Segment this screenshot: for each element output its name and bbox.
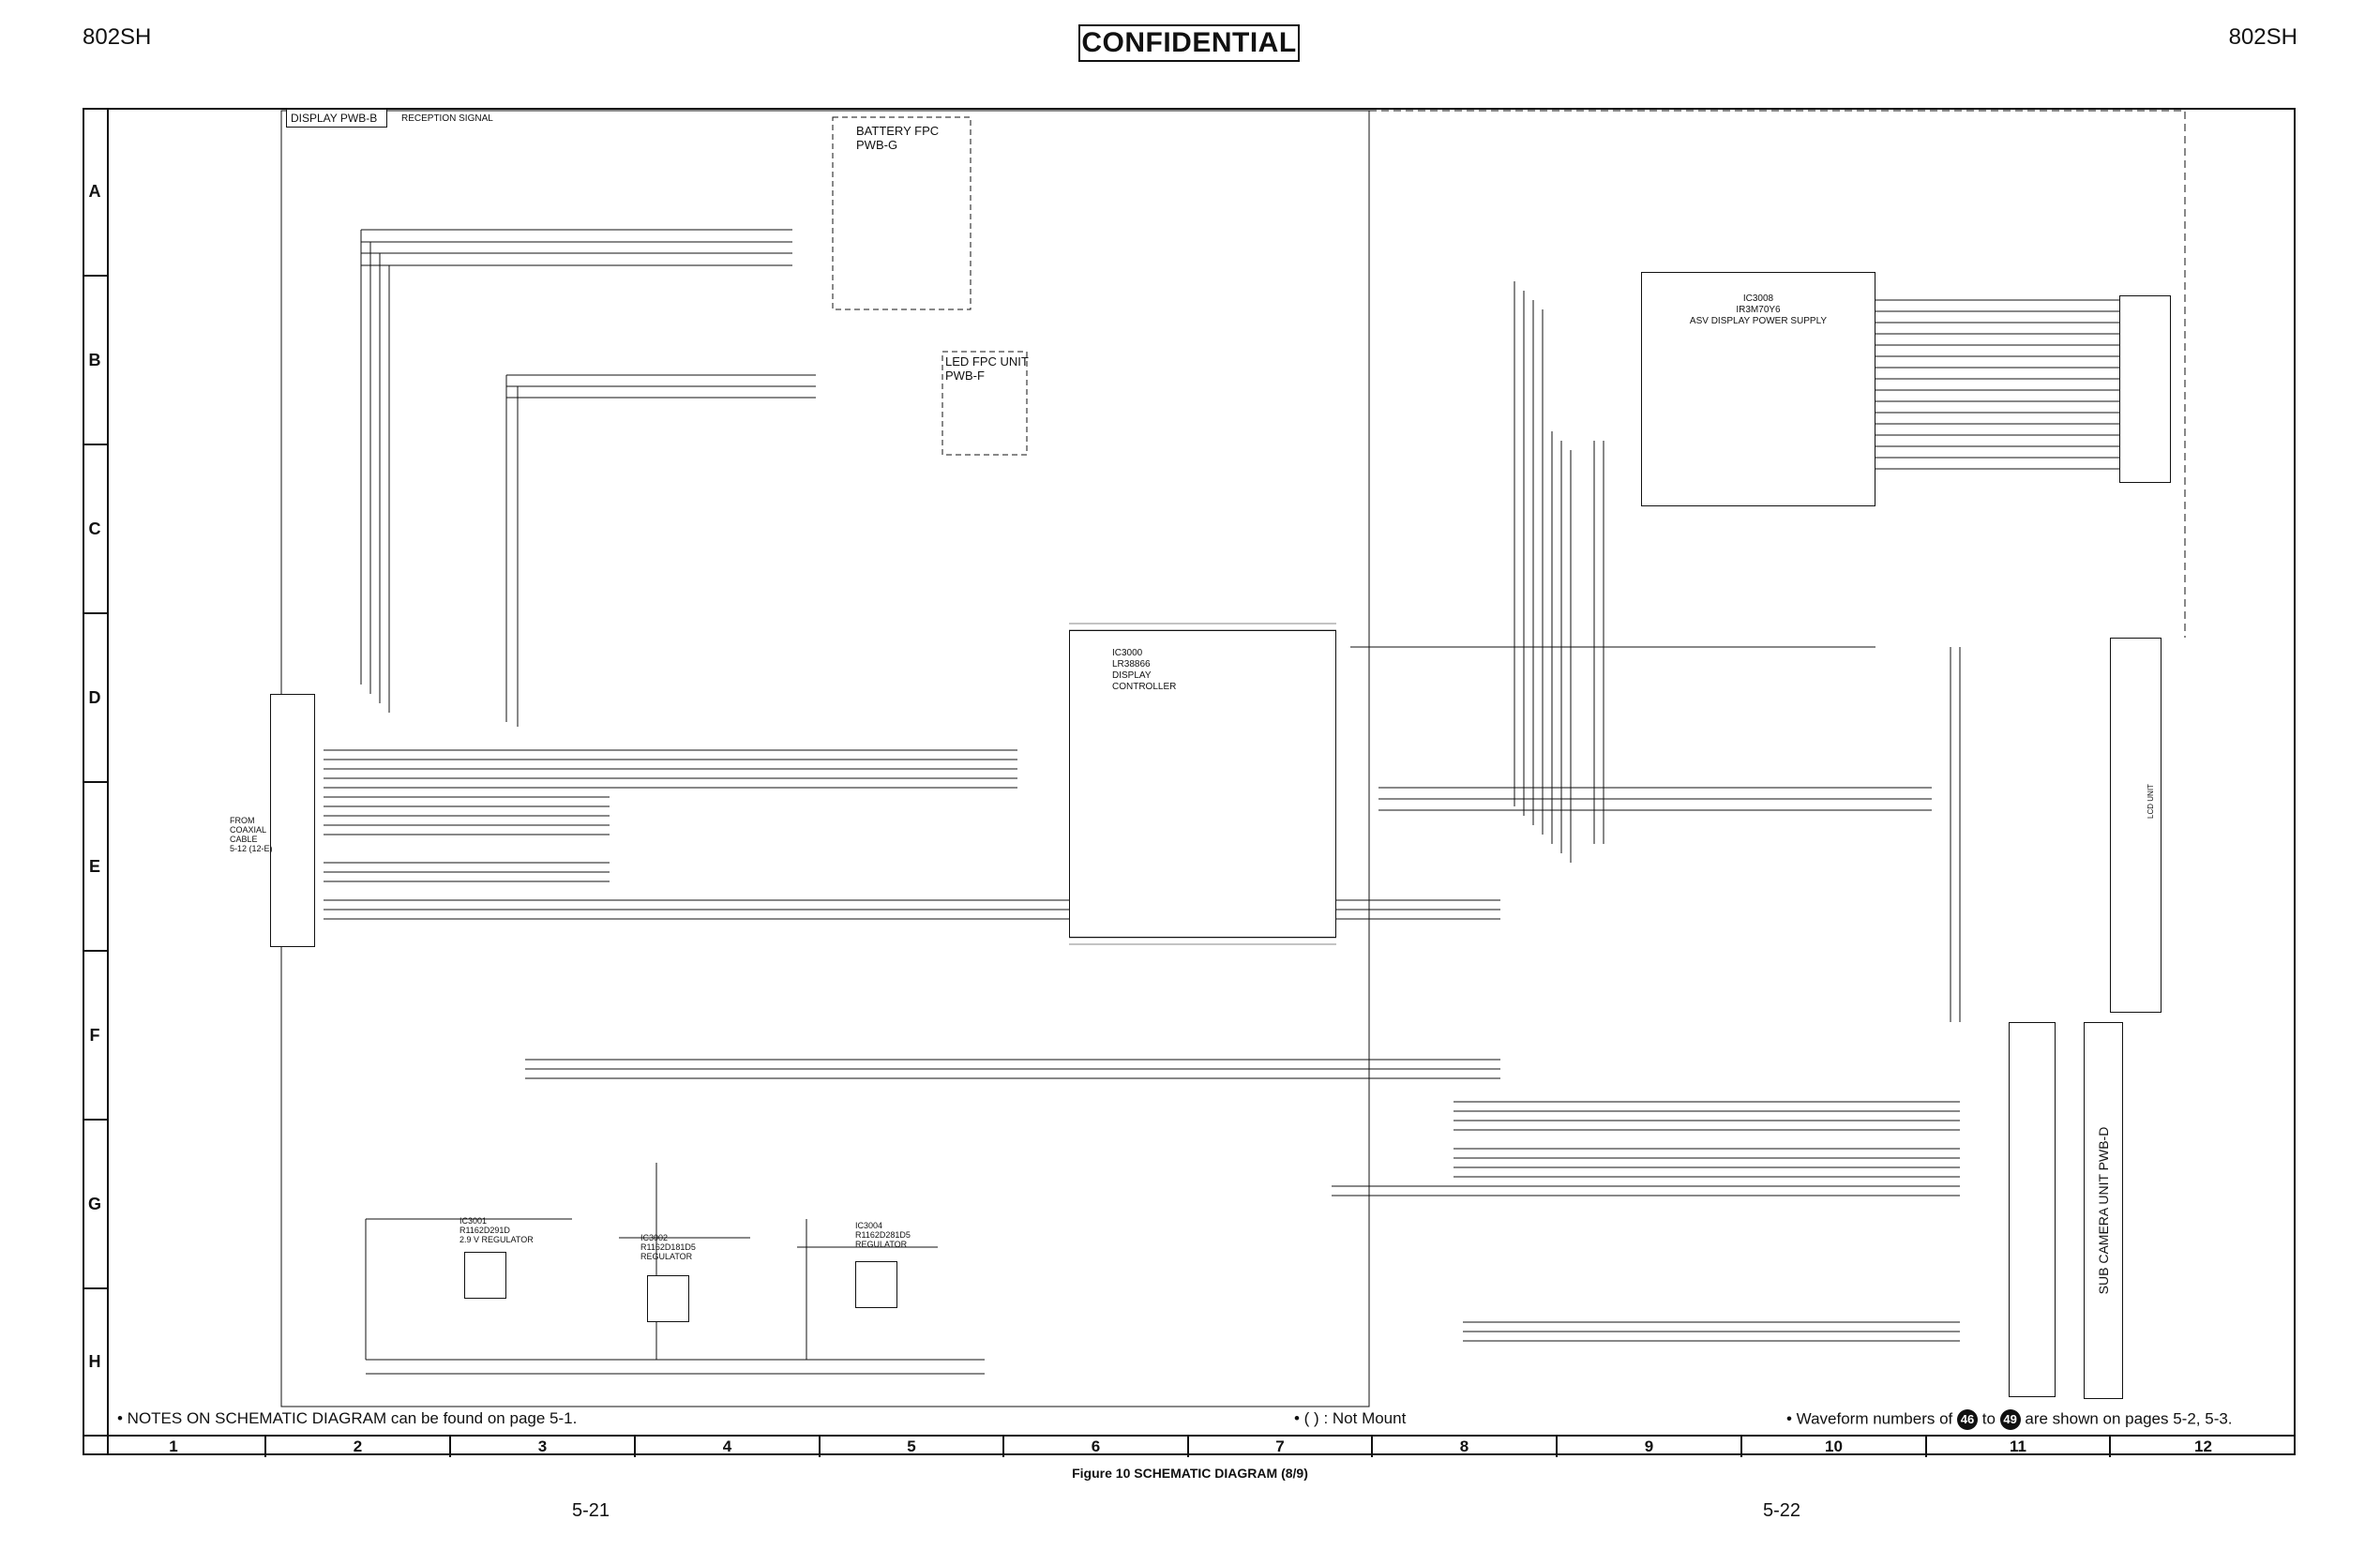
ic3000-desc-1: DISPLAY: [1112, 670, 1152, 681]
ic3001-regulator: [464, 1252, 506, 1299]
led-fpc-label: LED FPC UNIT: [945, 354, 1029, 369]
notes-middle: • ( ) : Not Mount: [1294, 1409, 1407, 1427]
sub-camera-label: SUB CAMERA UNIT PWB-D: [2096, 1126, 2111, 1295]
ic3008-part: IR3M70Y6: [1736, 305, 1781, 315]
row-label-c: C: [83, 445, 107, 614]
from-coaxial-note: FROM COAXIAL CABLE 5-12 (12-E): [230, 816, 273, 853]
reception-signal-label: RECEPTION SIGNAL: [401, 113, 493, 124]
lcd-unit-label: LCD UNIT: [2146, 784, 2155, 819]
ic3002-desc: REGULATOR: [640, 1252, 693, 1261]
waveform-49-badge: 49: [1999, 1409, 2021, 1430]
col-label-6: 6: [1004, 1437, 1189, 1457]
col-label-9: 9: [1558, 1437, 1742, 1457]
sub-camera-unit: SUB CAMERA UNIT PWB-D: [2084, 1022, 2123, 1399]
col-label-8: 8: [1373, 1437, 1558, 1457]
col-label-7: 7: [1189, 1437, 1373, 1457]
ic3002-regulator: [647, 1275, 689, 1322]
notes-waveform: • Waveform numbers of 46 to 49 are shown…: [1786, 1409, 2233, 1430]
col-label-12: 12: [2194, 1437, 2212, 1455]
waveform-suffix: are shown on pages 5-2, 5-3.: [2025, 1409, 2233, 1428]
ic3004-label: IC3004 R1162D281D5 REGULATOR: [855, 1221, 911, 1249]
ic3001-label: IC3001 R1162D291D 2.9 V REGULATOR: [459, 1216, 534, 1244]
row-label-e: E: [83, 783, 107, 952]
col-label-3: 3: [451, 1437, 636, 1457]
lcd-connector-lower: [2110, 638, 2162, 1013]
confidential-title: CONFIDENTIAL: [1078, 24, 1300, 62]
display-pwb-label: DISPLAY PWB-B: [286, 109, 387, 128]
row-zone-bar: A B C D E F G H: [83, 108, 109, 1455]
ic3001-desc: 2.9 V REGULATOR: [459, 1235, 534, 1244]
ic3002-ref: IC3002: [640, 1233, 669, 1242]
ic3000-part: LR38866: [1112, 659, 1151, 670]
battery-fpc-label: BATTERY FPC: [856, 124, 940, 138]
ic3000-ref: IC3000: [1112, 648, 1143, 658]
connector-cn3001: [270, 694, 315, 947]
col-label-4: 4: [636, 1437, 821, 1457]
col-label-5: 5: [821, 1437, 1004, 1457]
row-label-a: A: [83, 108, 107, 277]
notes-left: • NOTES ON SCHEMATIC DIAGRAM can be foun…: [117, 1409, 578, 1427]
col-label-2: 2: [266, 1437, 451, 1457]
led-fpc-pwb-label: PWB-F: [945, 369, 985, 383]
ic3004-desc: REGULATOR: [855, 1240, 908, 1249]
sub-camera-connector: [2009, 1022, 2056, 1397]
waveform-46-badge: 46: [1957, 1409, 1978, 1430]
model-right: 802SH: [2228, 24, 2297, 50]
model-left: 802SH: [83, 24, 152, 50]
row-label-d: D: [83, 614, 107, 783]
ic3004-part: R1162D281D5: [855, 1230, 911, 1240]
battery-fpc-pwb-label: PWB-G: [856, 138, 898, 152]
col-label-1: 1: [83, 1437, 266, 1457]
ic3004-regulator: [855, 1261, 897, 1308]
row-label-b: B: [83, 277, 107, 445]
row-label-f: F: [83, 952, 107, 1121]
ic3004-ref: IC3004: [855, 1221, 883, 1230]
lcd-connector: [2119, 295, 2171, 483]
ic3008-desc: ASV DISPLAY POWER SUPPLY: [1689, 316, 1828, 326]
ic3008-ref: IC3008: [1742, 293, 1774, 304]
row-label-h: H: [88, 1352, 101, 1371]
col-label-11: 11: [1927, 1437, 2111, 1457]
col-label-10: 10: [1742, 1437, 1927, 1457]
ic3000-display-controller: IC3000 LR38866 DISPLAY CONTROLLER: [1069, 630, 1336, 938]
ic3008-power-supply: IC3008 IR3M70Y6 ASV DISPLAY POWER SUPPLY: [1641, 272, 1875, 506]
figure-caption: Figure 10 SCHEMATIC DIAGRAM (8/9): [1072, 1466, 1308, 1481]
waveform-prefix: • Waveform numbers of: [1786, 1409, 1953, 1428]
ic3000-desc-2: CONTROLLER: [1112, 682, 1177, 692]
row-label-g: G: [83, 1121, 107, 1289]
ic3002-label: IC3002 R1162D181D5 REGULATOR: [640, 1233, 696, 1261]
page-number-right: 5-22: [1763, 1500, 1801, 1521]
waveform-to: to: [1981, 1409, 1996, 1428]
column-zone-bar: 1 2 3 4 5 6 7 8 9 10 11 12: [83, 1435, 2296, 1457]
page-number-left: 5-21: [572, 1500, 610, 1521]
ic3002-part: R1162D181D5: [640, 1242, 696, 1252]
ic3001-part: R1162D291D: [459, 1226, 510, 1235]
ic3001-ref: IC3001: [459, 1216, 488, 1226]
